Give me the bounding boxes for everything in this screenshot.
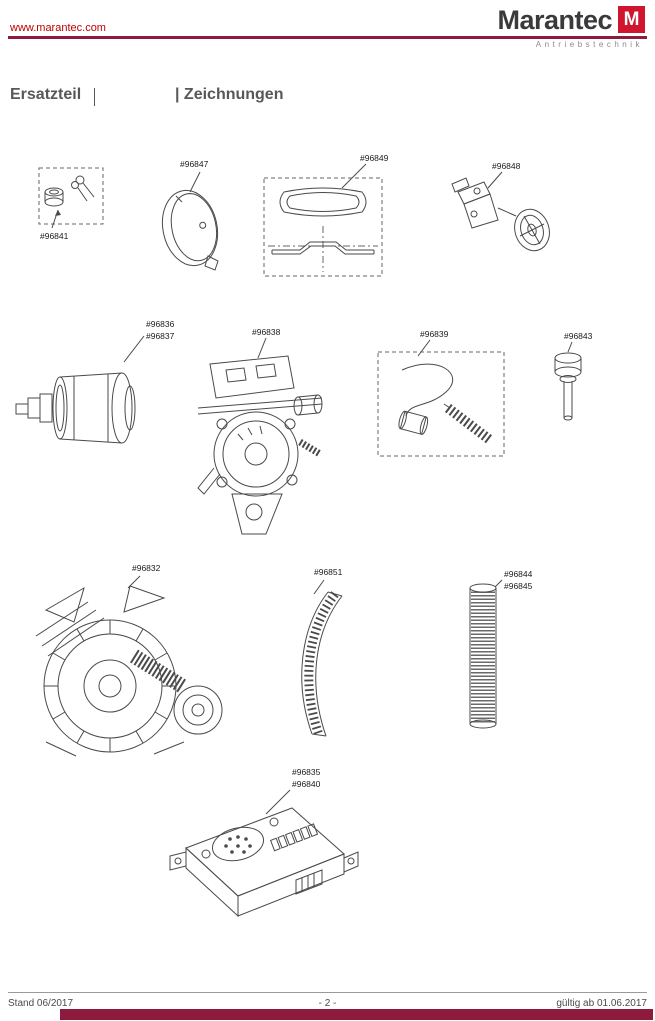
drawing-96847 (161, 171, 219, 271)
drawing-96851 (301, 579, 343, 737)
part-96848: #96848 (444, 158, 566, 270)
part-96836-96837: #96836 #96837 (12, 316, 188, 466)
footer-rule (8, 992, 647, 993)
footer-valid-from: gültig ab 01.06.2017 (556, 998, 647, 1009)
part-label: #96849 (360, 153, 389, 163)
part-96849: #96849 (260, 150, 388, 280)
part-96851: #96851 (284, 562, 362, 750)
marantec-m-logo-icon: M (618, 6, 645, 33)
footer-page-number: - 2 - (318, 998, 337, 1009)
part-96832: #96832 (12, 558, 240, 763)
website-link[interactable]: www.marantec.com (10, 22, 106, 34)
part-96841: #96841 (38, 166, 110, 248)
part-96839: #96839 (374, 324, 510, 460)
part-label: #96845 (504, 581, 533, 591)
drawing-96838 (197, 337, 323, 535)
part-label: #96841 (40, 231, 69, 241)
part-label: #96836 (146, 319, 175, 329)
drawing-96836-96837 (15, 335, 145, 444)
drawing-96843 (554, 341, 582, 421)
drawing-96839 (377, 339, 505, 457)
brand-logo: Marantec M Antriebstechnik (497, 6, 645, 49)
brand-subtitle: Antriebstechnik (535, 40, 643, 49)
part-label: #96839 (420, 329, 449, 339)
drawing-96849 (263, 163, 383, 277)
title-separator (94, 88, 95, 106)
header-rule (8, 36, 647, 39)
drawing-96832 (35, 575, 223, 757)
part-96843: #96843 (540, 326, 604, 430)
part-96847: #96847 (156, 158, 236, 272)
part-label: #96835 (292, 767, 321, 777)
part-label: #96847 (180, 159, 209, 169)
part-96838: #96838 (182, 322, 354, 544)
footer-bar (60, 1009, 653, 1020)
part-label: #96832 (132, 563, 161, 573)
part-label: #96848 (492, 161, 521, 171)
part-label: #96843 (564, 331, 593, 341)
brand-wordmark: Marantec (497, 5, 612, 35)
page-title-right: | Zeichnungen (175, 86, 284, 103)
part-label: #96844 (504, 569, 533, 579)
footer-date: Stand 06/2017 (8, 998, 74, 1009)
drawing-96844-96845 (469, 579, 503, 729)
page-title-left: Ersatzteil (10, 86, 82, 103)
drawing-96848 (451, 171, 550, 252)
drawing-96835-96840 (169, 789, 359, 918)
drawing-96841 (38, 167, 104, 229)
part-label: #96840 (292, 779, 321, 789)
part-label: #96837 (146, 331, 175, 341)
part-96835-96840: #96835 #96840 (146, 762, 361, 947)
part-label: #96851 (314, 567, 343, 577)
part-label: #96838 (252, 327, 281, 337)
part-96844-96845: #96844 #96845 (464, 566, 564, 741)
